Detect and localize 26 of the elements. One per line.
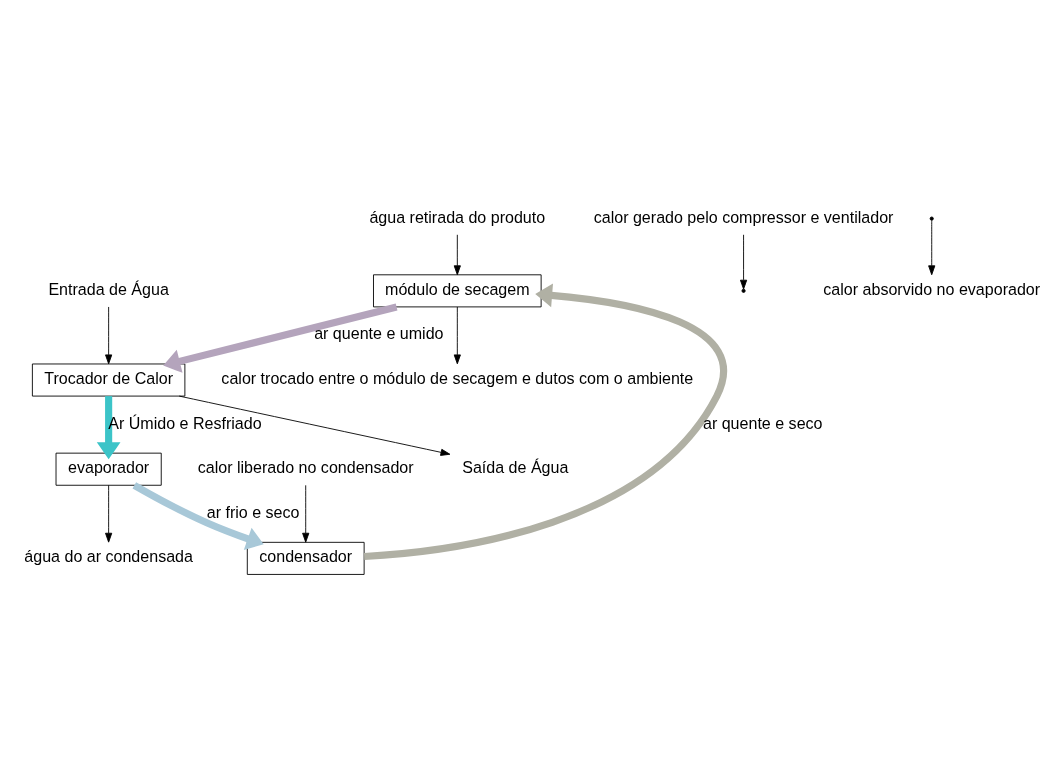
edge-label: ar quente e seco xyxy=(702,413,823,432)
arrow xyxy=(453,306,461,364)
node-box: Trocador de Calor xyxy=(31,363,186,397)
node-box: evaporador xyxy=(55,452,162,486)
arrow xyxy=(178,395,451,456)
arrow xyxy=(132,481,264,550)
arrow xyxy=(163,303,398,373)
node-text: água retirada do produto xyxy=(369,207,546,226)
node-text: Saída de Água xyxy=(462,457,569,476)
node-text: água do ar condensada xyxy=(24,546,193,565)
arrow xyxy=(105,306,113,364)
node-text: Entrada de Água xyxy=(48,279,169,298)
edge-label: ar frio e seco xyxy=(206,502,300,521)
node-text: calor gerado pelo compressor e ventilador xyxy=(593,207,894,226)
arrow xyxy=(363,283,727,560)
arrow xyxy=(740,233,748,290)
arrow xyxy=(928,219,936,275)
arrow xyxy=(453,233,461,275)
node-text: calor liberado no condensador xyxy=(197,457,414,476)
node-text: calor trocado entre o módulo de secagem e dutos com o ambiente xyxy=(221,368,694,387)
edge-label: ar quente e umido xyxy=(314,323,444,342)
arrow xyxy=(302,484,310,543)
node-text: calor absorvido no evaporador xyxy=(823,279,1041,298)
node-box: módulo de secagem xyxy=(373,273,542,307)
arrow xyxy=(105,484,113,543)
node-box: condensador xyxy=(246,541,365,575)
